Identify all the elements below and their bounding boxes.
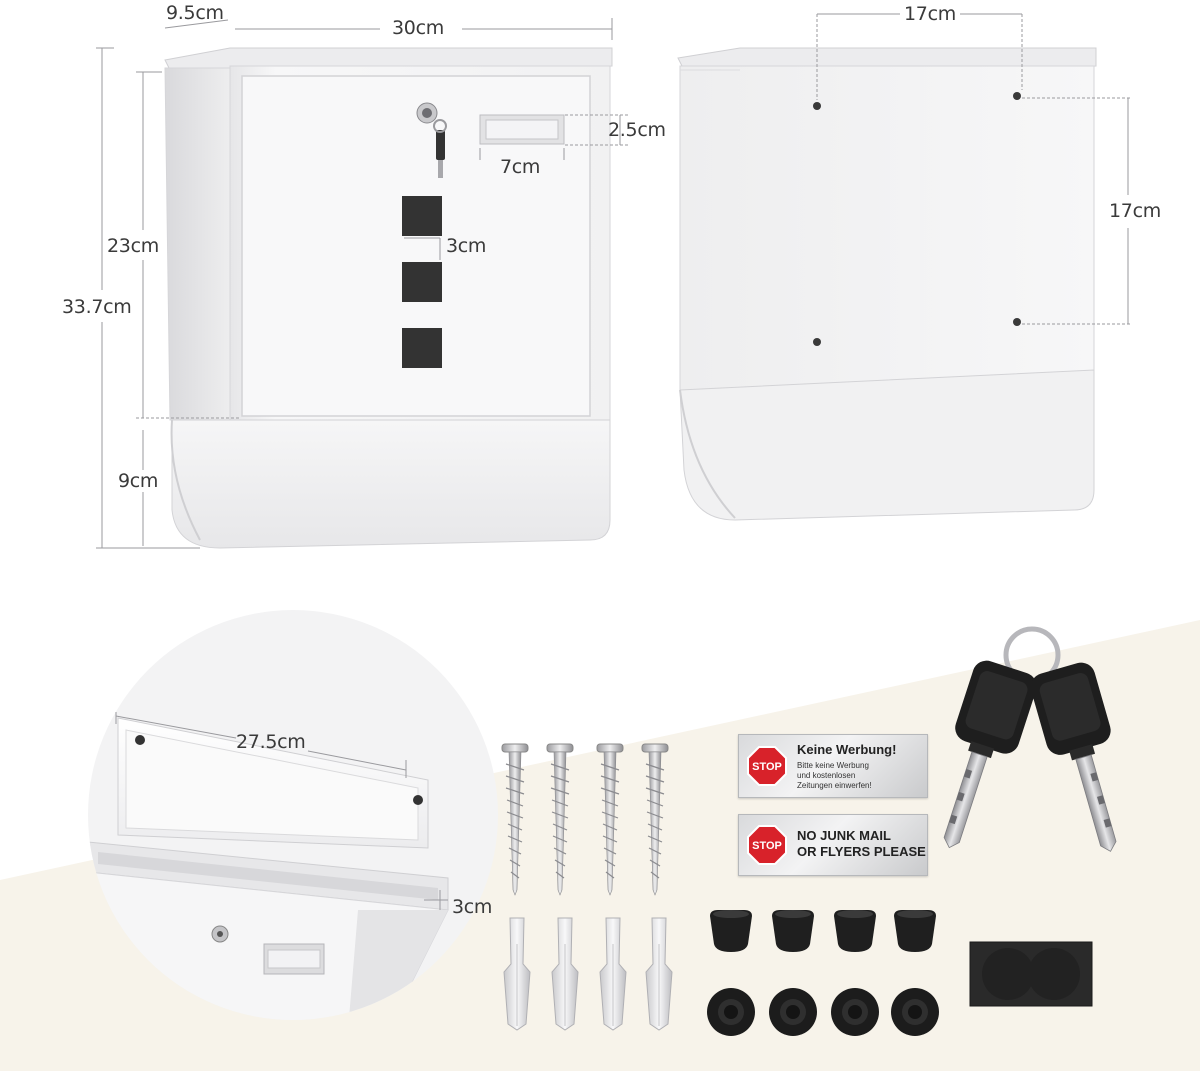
label-door-height: 23cm: [107, 235, 159, 257]
adhesive-pad: [969, 941, 1093, 1007]
screws: [501, 743, 669, 896]
flap-detail-circle: [88, 610, 498, 1020]
keys: [943, 626, 1117, 852]
label-depth: 9.5cm: [166, 2, 224, 24]
sign-german-title: Keine Werbung!: [797, 742, 897, 757]
stop-label: STOP: [752, 761, 782, 773]
label-flap-depth: 3cm: [452, 896, 493, 918]
sign-english-body: NO JUNK MAIL OR FLYERS PLEASE: [797, 828, 926, 859]
stop-icon: STOP: [747, 825, 787, 865]
mailbox-front: [96, 18, 628, 549]
sign-german-body: Bitte keine Werbung und kostenlosen Zeit…: [797, 761, 872, 790]
stop-label: STOP: [752, 840, 782, 852]
label-flap-width: 27.5cm: [236, 731, 306, 753]
label-bottom-height: 9cm: [118, 470, 159, 492]
wall-plugs: [503, 917, 673, 1031]
stop-icon: STOP: [747, 746, 787, 786]
label-top-hole-spacing: 17cm: [904, 3, 956, 25]
sign-english: STOP NO JUNK MAIL OR FLYERS PLEASE: [738, 814, 928, 876]
rubber-bumpers-bottom: [707, 988, 939, 1036]
label-total-height: 33.7cm: [62, 296, 132, 318]
label-slot-height: 2.5cm: [608, 119, 666, 141]
mailbox-back: [677, 13, 1130, 521]
label-side-hole-spacing: 17cm: [1109, 200, 1161, 222]
rubber-bumpers-top: [710, 910, 936, 952]
sign-german: STOP Keine Werbung! Bitte keine Werbung …: [738, 734, 928, 798]
label-width: 30cm: [392, 17, 444, 39]
label-slot-width: 7cm: [500, 156, 541, 178]
label-window-gap: 3cm: [446, 235, 487, 257]
